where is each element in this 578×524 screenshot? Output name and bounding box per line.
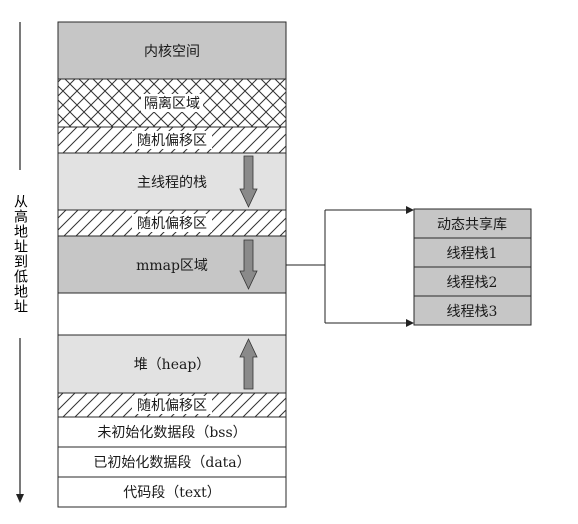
segment-data: [57, 446, 287, 478]
heap-grow-up-arrow-icon: [239, 338, 258, 390]
mmap-item-thread-stack-3-label: 线程栈3: [447, 304, 498, 320]
segment-main-stack-label: 主线程的栈: [137, 175, 207, 191]
segment-kernel-label: 内核空间: [144, 44, 200, 60]
segment-text: [57, 476, 287, 508]
direction-label: 从高地址到低地址: [12, 194, 28, 314]
segment-random-offset-3-label-bg: [132, 396, 212, 414]
segment-random-offset-1-label-bg: [132, 131, 212, 149]
segment-random-offset-3-label: 随机偏移区: [137, 398, 207, 414]
address-direction-indicator: 从高地址到低地址: [12, 22, 28, 503]
segment-kernel: [57, 21, 287, 80]
segment-text-label: 代码段（text）: [123, 485, 220, 501]
segment-data-label: 已初始化数据段（data）: [93, 454, 250, 471]
segment-isolation-label: 隔离区域: [144, 95, 200, 112]
mmap-item-thread-stack-2-label: 线程栈2: [447, 275, 498, 291]
segment-bss: [57, 416, 287, 448]
mmap-item-thread-stack-1-label: 线程栈1: [447, 246, 498, 262]
mmap-item-thread-stack-2: [413, 266, 532, 297]
mmap-grow-down-arrow-icon: [239, 239, 258, 290]
segment-random-offset-1-label: 随机偏移区: [137, 133, 207, 149]
segment-unused: [57, 292, 287, 336]
mmap-connector: [286, 206, 414, 327]
segment-mmap-label: mmap区域: [136, 258, 208, 274]
segment-random-offset-2-label: 随机偏移区: [137, 216, 207, 232]
mmap-item-shared-libs-label: 动态共享库: [437, 216, 507, 233]
mmap-item-thread-stack-3: [413, 295, 532, 326]
segment-bss-label: 未初始化数据段（bss）: [97, 424, 246, 441]
segment-heap-label: 堆（heap）: [134, 357, 211, 373]
mmap-contents: 动态共享库 线程栈1 线程栈2 线程栈3: [413, 208, 532, 326]
down-arrow-icon: [16, 494, 24, 503]
segment-random-offset-2-label-bg: [132, 214, 212, 232]
memory-column: 内核空间 隔离区域 随机偏移区 主线程的栈 随机偏移区 mmap区域 堆（hea…: [57, 21, 287, 508]
stack-grow-down-arrow-icon: [239, 155, 258, 208]
segment-isolation-label-bg: [141, 94, 203, 112]
